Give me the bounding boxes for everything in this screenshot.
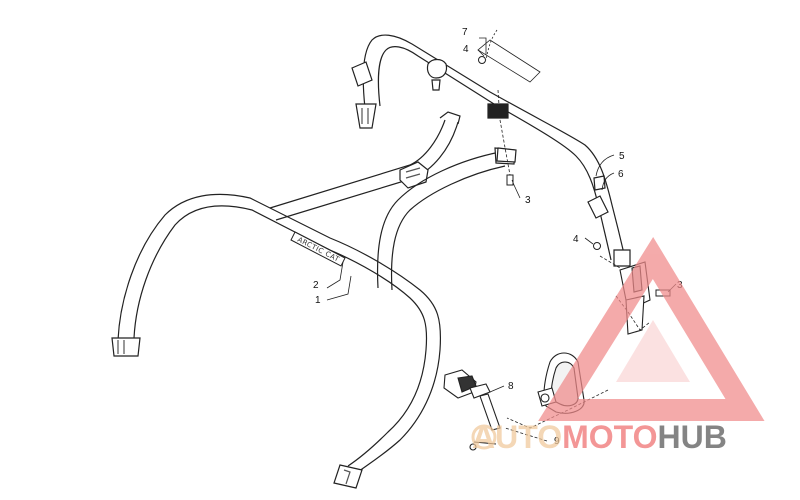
watermark-auto: AUTO (472, 419, 562, 455)
side-tube (376, 147, 516, 291)
watermark-hub: HUB (657, 419, 726, 455)
callout-7: 7 (462, 27, 468, 38)
watermark-moto: MOTO (562, 419, 657, 455)
front-roll-bar (111, 193, 442, 489)
watermark-triangle-inner (616, 320, 690, 382)
rear-roll-bar (351, 34, 631, 267)
callout-4-upper: 4 (463, 44, 469, 55)
callout-9: 9 (554, 436, 560, 447)
callout-5: 5 (619, 151, 625, 162)
callout-4-right: 4 (573, 234, 579, 245)
callout-2: 2 (313, 280, 319, 291)
callout-1: 1 (315, 295, 321, 306)
callout-6: 6 (618, 169, 624, 180)
watermark-gear-icon (471, 424, 497, 450)
watermark-text: AUTOMOTOHUB (472, 419, 727, 455)
decal: ARCTIC CAT (290, 231, 346, 267)
watermark: AUTOMOTOHUB (471, 237, 765, 455)
callout-8: 8 (508, 381, 514, 392)
callout-3-upper: 3 (525, 195, 531, 206)
watermark-triangle (538, 237, 765, 421)
